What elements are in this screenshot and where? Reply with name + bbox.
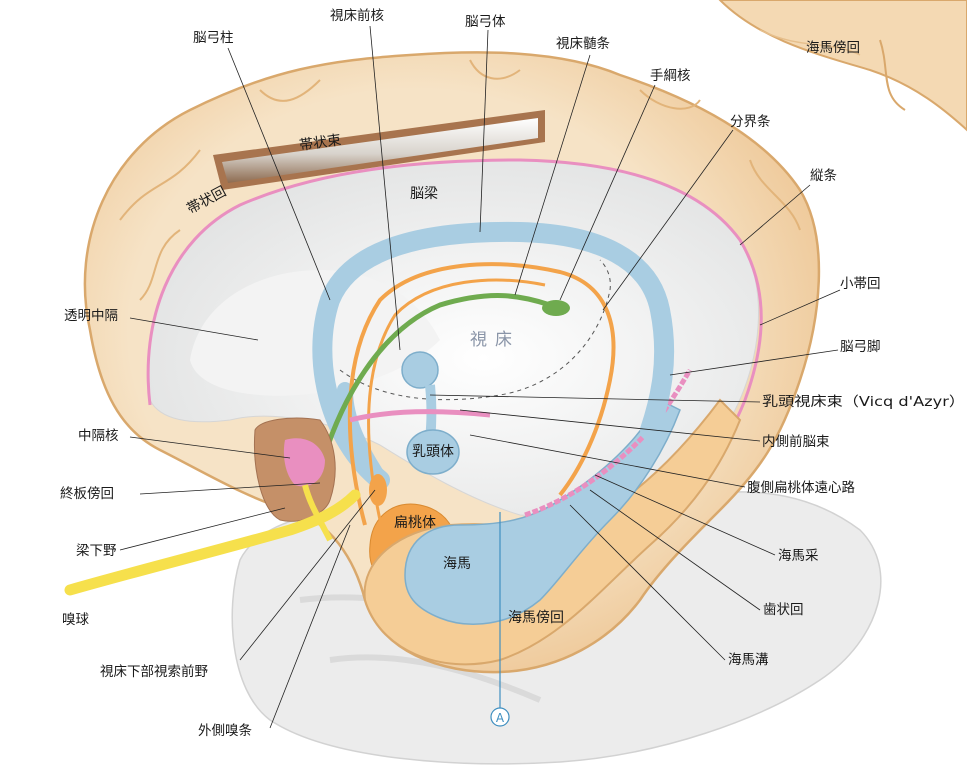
stria-terminalis <box>347 262 616 526</box>
medial-forebrain-bundle <box>349 409 491 423</box>
label-dentate-gyrus: 歯状回 <box>763 602 804 618</box>
label-fornix-column: 脳弓柱 <box>193 30 234 46</box>
label-fasciolar-gyrus: 小帯回 <box>840 276 881 292</box>
hippocampus-shape <box>404 398 681 625</box>
label-olfactory-bulb: 嗅球 <box>62 612 89 628</box>
label-lateral-olfactory-stria: 外側嗅条 <box>198 722 252 739</box>
label-longitudinal-stria: 縦条 <box>810 167 838 184</box>
label-medial-forebrain-bundle: 内側前脳束 <box>762 433 830 450</box>
label-amygdala: 扁桃体 <box>394 515 436 531</box>
olfactory-stria <box>302 484 333 542</box>
label-septum-pellucidum: 透明中隔 <box>64 308 118 324</box>
section-marker-circle <box>490 707 510 727</box>
parahippocampal-fragment <box>718 0 967 132</box>
septal-region <box>254 417 336 522</box>
cingulum <box>213 110 545 190</box>
label-fornix-body: 脳弓体 <box>465 14 506 30</box>
label-thalamus: 視床 <box>470 330 520 350</box>
thalamus-outline <box>339 259 611 401</box>
label-ventral-amygdalofugal: 腹側扁桃体遠心路 <box>747 479 855 496</box>
habenular-nucleus-shape <box>542 300 570 316</box>
label-paraterminal-gyrus: 終板傍回 <box>60 485 114 502</box>
label-parahippocampal-gyrus: 海馬傍回 <box>508 609 564 626</box>
stria-medullaris <box>317 293 553 473</box>
label-subcallosal-area: 梁下野 <box>76 543 117 559</box>
label-septal-nuclei: 中隔核 <box>78 428 119 444</box>
label-fornix-crus: 脳弓脚 <box>840 339 881 355</box>
leader-lines <box>119 25 841 729</box>
mammillary-complex <box>401 351 460 475</box>
label-anterior-thalamic-nucleus: 視床前核 <box>330 7 384 24</box>
label-stria-terminalis: 分界条 <box>730 113 771 130</box>
label-mammillary-body: 乳頭体 <box>412 444 454 460</box>
label-cingulum: 帯状束 <box>298 132 342 154</box>
label-stria-medullaris: 視床髄条 <box>556 35 610 52</box>
label-hippocampus: 海馬 <box>443 556 471 572</box>
label-mammillothalamic-tract: 乳頭視床束（Vicq d'Azyr） <box>762 394 965 410</box>
dentate-strip <box>524 368 693 518</box>
section-marker-label: A <box>496 711 505 725</box>
olfactory-tract <box>64 489 361 596</box>
fornix-arc <box>312 221 675 490</box>
label-habenular-nucleus: 手綱核 <box>650 68 691 84</box>
label-corpus-callosum: 脳梁 <box>410 186 438 202</box>
hypothalamic-nucleus-shape <box>369 474 387 506</box>
label-fimbria: 海馬采 <box>778 548 819 564</box>
label-parahippocampal-gyrus-top: 海馬傍回 <box>806 39 860 56</box>
label-hippocampal-sulcus: 海馬溝 <box>728 652 769 668</box>
label-hypothalamic-preoptic: 視床下部視索前野 <box>100 663 208 680</box>
